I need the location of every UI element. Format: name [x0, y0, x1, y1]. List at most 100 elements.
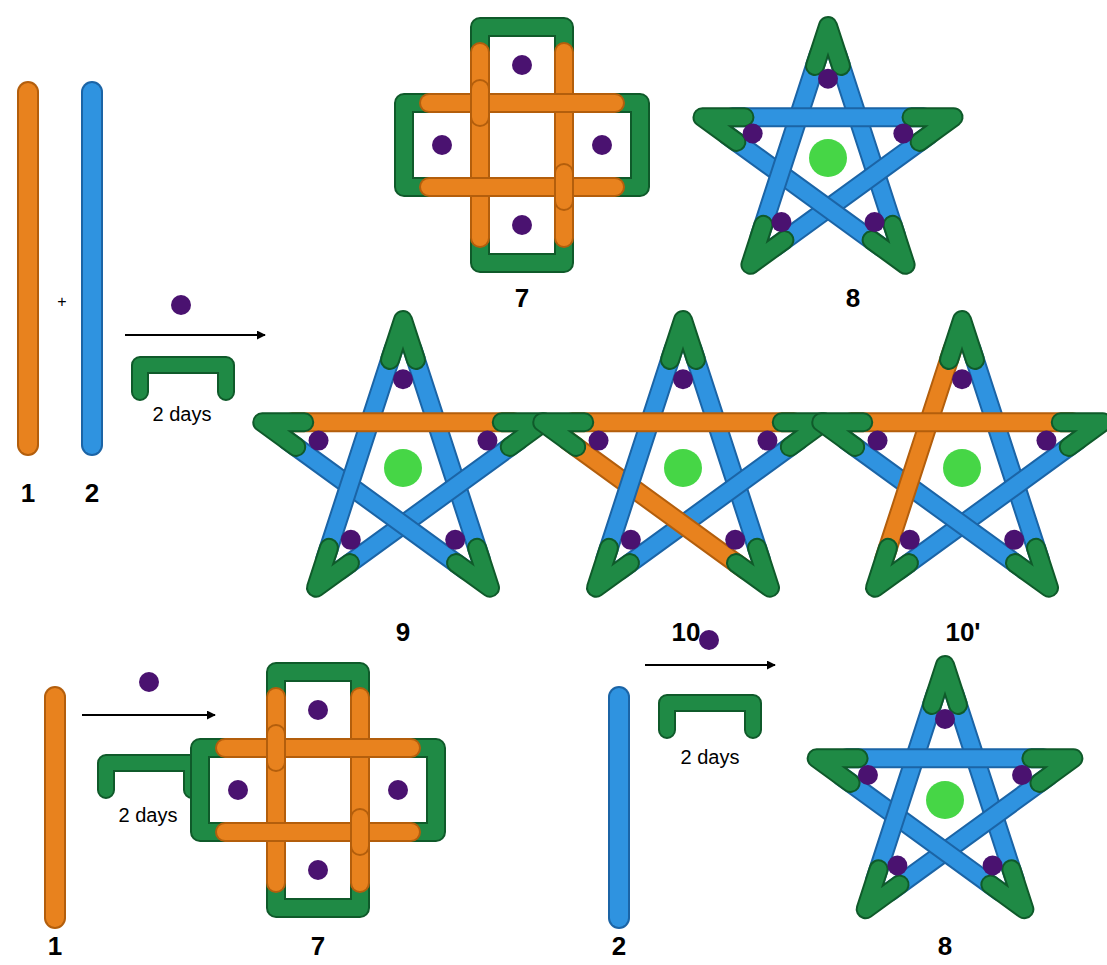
ligand-strand-outline — [554, 173, 574, 201]
pentafoil-knot — [821, 320, 1103, 588]
ligand-strand-outline — [470, 89, 490, 117]
ligand-strand — [225, 740, 411, 756]
condition-label: 2 days — [153, 403, 212, 425]
metal-ion — [893, 124, 913, 144]
ligand-rod — [46, 697, 64, 918]
metal-corner — [875, 548, 909, 588]
condition-label: 2 days — [119, 804, 178, 826]
metal-corner-outline — [1015, 548, 1049, 588]
metal-corner-outline — [817, 758, 859, 783]
metal-corner-outline — [912, 117, 954, 142]
metal-ion — [868, 431, 888, 451]
square-knot — [200, 672, 436, 908]
metal-corner — [821, 422, 863, 447]
chloride-template — [926, 781, 964, 819]
metal-corner-outline — [200, 748, 225, 832]
ligand-strand-outline — [350, 697, 370, 883]
compound-number: 9 — [396, 618, 410, 647]
metal-corner-outline — [1061, 422, 1103, 447]
ligand-strand-outline — [884, 349, 952, 560]
metal-ion — [621, 530, 641, 550]
metal-corner — [480, 238, 564, 263]
ligand-strand — [292, 414, 514, 430]
metal-ion — [900, 530, 920, 550]
ligand-strand — [325, 349, 393, 560]
ligand-strand — [732, 109, 923, 125]
ligand-strand — [727, 135, 882, 247]
metal-ion — [592, 135, 612, 155]
metal-corner-outline — [276, 883, 360, 908]
square-knot — [404, 27, 640, 263]
metal-corner — [866, 869, 900, 909]
ligand-strand-outline — [470, 52, 490, 238]
ligand-rod — [92, 92, 93, 445]
reaction-arrow — [645, 664, 775, 666]
metal-ion — [512, 55, 532, 75]
ligand-strand — [572, 414, 794, 430]
metal-ion — [725, 530, 745, 550]
chloride-template — [664, 449, 702, 487]
metal-ion — [171, 295, 191, 315]
metal-ion — [743, 124, 763, 144]
linker-bracket — [106, 763, 192, 790]
metal-corner-outline — [815, 26, 841, 66]
metal-corner — [817, 758, 859, 783]
reaction-arrow — [82, 714, 215, 716]
metal-corner — [404, 103, 429, 187]
ligand-strand-outline — [325, 349, 393, 560]
metal-ion — [308, 700, 328, 720]
ligand-strand-outline — [225, 738, 411, 758]
ligand-strand-outline — [727, 135, 882, 247]
metal-ion — [699, 630, 719, 650]
metal-corner — [1031, 758, 1073, 783]
ligand-strand-outline — [567, 440, 746, 570]
ligand-strand — [884, 349, 952, 560]
metal-corner-outline — [316, 548, 350, 588]
ligand-rod — [610, 697, 628, 918]
ligand-rod-outline — [81, 92, 103, 445]
ligand-strand — [429, 95, 615, 111]
pentafoil-knot — [702, 26, 953, 265]
metal-corner-outline — [932, 665, 958, 705]
chloride-template — [809, 139, 847, 177]
metal-corner — [276, 672, 360, 697]
ligand-strand — [847, 750, 1044, 766]
pentafoil-knot — [817, 665, 1074, 909]
metal-corner-outline — [262, 422, 304, 447]
ligand-strand-outline — [732, 107, 923, 127]
metal-ion — [432, 135, 452, 155]
condition-label: + — [57, 293, 66, 311]
metal-corner-outline — [866, 869, 900, 909]
ligand-strand — [225, 824, 411, 840]
condition-label: 2 days — [681, 746, 740, 768]
metal-corner-outline — [670, 320, 696, 360]
metal-corner-outline — [404, 103, 429, 187]
ligand-strand — [841, 776, 1000, 892]
metal-corner — [990, 869, 1024, 909]
metal-corner — [615, 103, 640, 187]
metal-corner — [480, 27, 564, 52]
ligand-rod-outline — [44, 697, 66, 918]
metal-corner-outline — [480, 238, 564, 263]
metal-ion — [818, 69, 838, 89]
metal-ion — [393, 369, 413, 389]
ligand-strand-outline — [266, 734, 286, 762]
ligand-strand-outline — [554, 52, 574, 238]
ligand-strand-outline — [851, 412, 1073, 432]
metal-ion — [887, 856, 907, 876]
ligand-strand — [851, 414, 1073, 430]
metal-ion — [341, 530, 361, 550]
metal-corner — [596, 548, 630, 588]
metal-corner — [736, 548, 770, 588]
linker-bracket — [140, 365, 226, 392]
metal-corner-outline — [736, 548, 770, 588]
ligand-strand — [875, 694, 936, 881]
metal-corner-outline — [276, 672, 360, 697]
ligand-strand — [352, 818, 368, 846]
compound-number: 10 — [672, 618, 701, 647]
linker-bracket-outline — [140, 365, 226, 392]
linker-bracket-outline — [106, 763, 192, 790]
metal-ion — [952, 369, 972, 389]
ligand-strand — [268, 697, 284, 883]
chloride-template — [943, 449, 981, 487]
